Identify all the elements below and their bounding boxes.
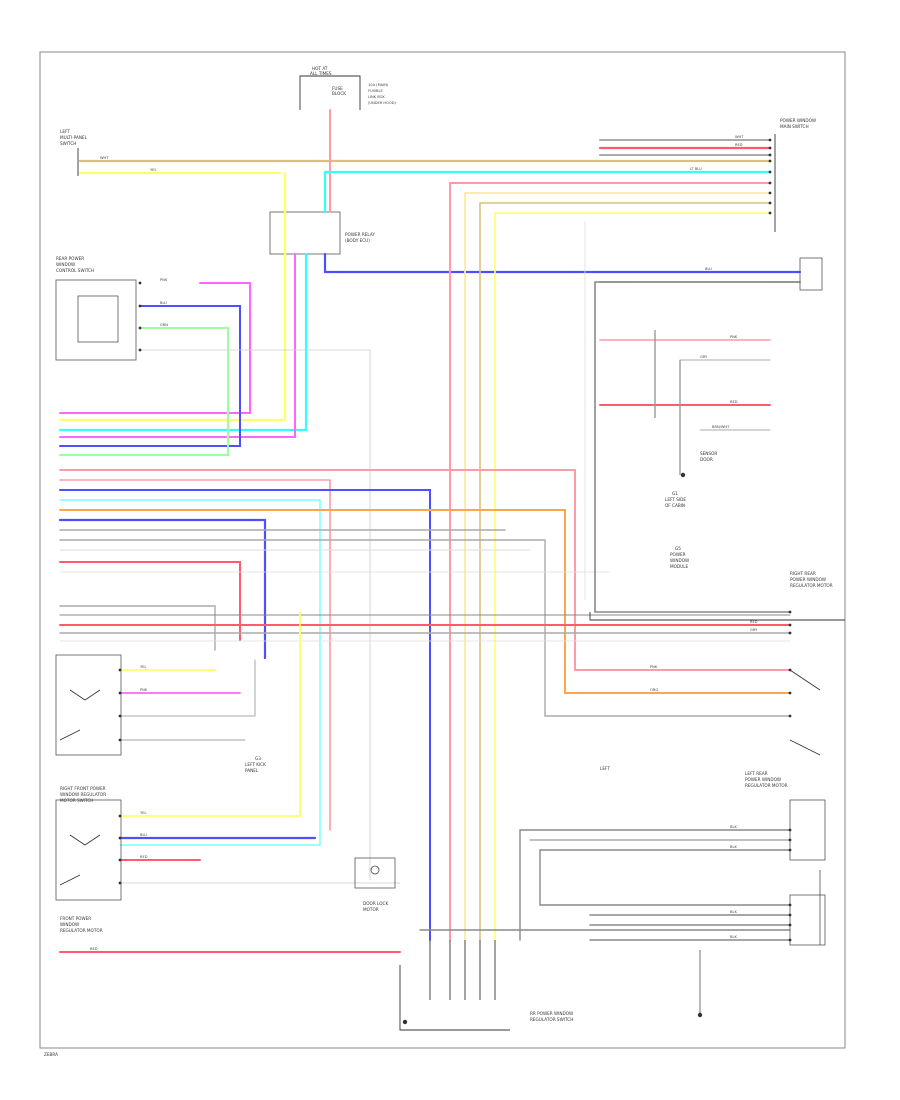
tag-pnk-3: PNK	[650, 665, 658, 669]
tag-blu-1: BLU	[705, 267, 712, 271]
g-mid-label-1: G5	[675, 546, 681, 551]
left-multi-panel: LEFT MULTI-PANEL SWITCH	[60, 129, 88, 176]
front-master-1: FRONT POWER	[60, 916, 91, 921]
tag-blk-4: BLK	[730, 935, 737, 939]
tag-blk-2: BLK	[730, 845, 737, 849]
top-fuse-note-4: (UNDER HOOD)	[368, 101, 397, 105]
top-fuse-block: HOT AT ALL TIMES FUSE BLOCK 10A (MAIN) F…	[299, 66, 397, 110]
power-relay-label-1: POWER RELAY	[345, 232, 375, 237]
door-lock-junction	[354, 857, 396, 889]
right-master-switch: POWER WINDOW MAIN SWITCH	[774, 118, 816, 232]
rear-power-label-2: WINDOW	[56, 262, 75, 267]
tag-gry-2: GRY	[750, 628, 758, 632]
door-lock-2: MOTOR	[363, 907, 379, 912]
top-fuse-label-1: HOT AT	[312, 66, 328, 71]
rear-cntrl-2: REGULATOR SWITCH	[530, 1017, 573, 1022]
g-mid-label-4: MODULE	[670, 564, 689, 569]
g-bottom-2: LEFT KICK	[245, 762, 266, 767]
right-front-switch-3: MOTOR SWITCH	[60, 798, 93, 803]
component-labels: SENSOR DOOR G1 LEFT SIDE OF CABIN G5 POW…	[44, 451, 833, 1057]
left-rear-switch: REAR POWER WINDOW CONTROL SWITCH	[55, 256, 137, 361]
right-front-switch-box	[789, 799, 826, 861]
tag-red-3: RED	[140, 855, 148, 859]
tag-wht-2: WHT	[735, 135, 744, 139]
right-motor-box	[799, 257, 823, 291]
tag-pnk-1: PNK	[160, 278, 168, 282]
left-control-label-2: MULTI-PANEL	[60, 135, 88, 140]
top-fuse-label-4: BLOCK	[332, 91, 346, 96]
tag-lblu-1: LT BLU	[690, 167, 702, 171]
g-left-label-2: LEFT SIDE	[665, 497, 686, 502]
sensor-label-2: DOOR	[700, 457, 713, 462]
tag-org-1: ORG	[650, 688, 658, 692]
g-left-label-3: OF CABIN	[665, 503, 685, 508]
rr-motor-left-1: LEFT REAR	[745, 771, 768, 776]
tag-blu-2: BLU	[160, 301, 167, 305]
door-lock-1: DOOR LOCK	[363, 901, 388, 906]
left-control-label-1: LEFT	[60, 129, 70, 134]
g-bottom-3: PANEL	[245, 768, 259, 773]
right-front-switch-1: RIGHT FRONT POWER	[60, 786, 106, 791]
right-components	[589, 257, 845, 946]
tag-blk-1: BLK	[730, 825, 737, 829]
tag-blk-3: BLK	[730, 910, 737, 914]
left-control-label-3: SWITCH	[60, 141, 76, 146]
top-fuse-label-3: FUSE	[332, 86, 343, 91]
tag-red-1: RED	[735, 143, 743, 147]
tag-wht-1: WHT	[100, 156, 109, 160]
top-fuse-note-3: LINK BOX	[368, 95, 385, 99]
tag-pnk-2: PNK	[730, 335, 738, 339]
tag-yel-3: YEL	[140, 811, 146, 815]
front-master-3: REGULATOR MOTOR	[60, 928, 103, 933]
footer-mark: ZEBRA	[44, 1052, 58, 1057]
tag-pnk-4: PNK	[140, 688, 148, 692]
g-mid-label-3: WINDOW	[670, 558, 689, 563]
g-left-label-1: G1	[672, 491, 678, 496]
rear-cntrl-1: RR POWER WINDOW	[530, 1011, 573, 1016]
wires	[58, 109, 802, 953]
top-fuse-note-2: FUSIBLE	[368, 89, 384, 93]
tag-brn-1: BRN/WHT	[712, 425, 730, 429]
front-master-2: WINDOW	[60, 922, 79, 927]
rr-motor-left-3: REGULATOR MOTOR	[745, 783, 788, 788]
top-fuse-note-1: 10A (MAIN)	[368, 83, 389, 87]
tag-red-4: RED	[90, 947, 98, 951]
top-fuse-label-2: ALL TIMES	[310, 71, 332, 76]
g-mid-label-2: POWER	[670, 552, 686, 557]
tag-red-2: RED	[730, 400, 738, 404]
right-master-label-2: MAIN SWITCH	[780, 124, 809, 129]
right-front-switch-2: WINDOW REGULATOR	[60, 792, 106, 797]
bottom-connectors	[399, 330, 821, 1031]
tag-gry-1: GRY	[700, 355, 708, 359]
tag-yel-1: YEL	[150, 168, 156, 172]
front-switch-box	[55, 654, 122, 756]
g-bottom-1: G3	[255, 756, 261, 761]
rear-power-label-3: CONTROL SWITCH	[56, 268, 94, 273]
master-switch-box	[55, 799, 122, 901]
tag-red-5: RED	[750, 620, 758, 624]
right-master-label-1: POWER WINDOW	[780, 118, 816, 123]
connector-nodes	[118, 138, 792, 1025]
wire-tags: WHT YEL WHT RED LT BLU BLU PNK BLU GRN P…	[90, 135, 758, 951]
rr-motor-right-1: RIGHT REAR	[790, 571, 816, 576]
rear-power-label-1: REAR POWER	[56, 256, 84, 261]
tag-blu-3: BLU	[140, 833, 147, 837]
power-relay-label-2: (BODY ECU)	[345, 238, 370, 243]
diagram-frame	[39, 51, 846, 1049]
left-sec-mark: LEFT	[600, 766, 610, 771]
tag-yel-2: YEL	[140, 665, 146, 669]
rr-motor-right-2: POWER WINDOW	[790, 577, 826, 582]
tag-grn-1: GRN	[160, 323, 168, 327]
rr-motor-left-2: POWER WINDOW	[745, 777, 781, 782]
left-lower-switch-boxes	[55, 654, 122, 901]
rr-motor-right-3: REGULATOR MOTOR	[790, 583, 833, 588]
rear-switch-box	[789, 894, 826, 946]
sensor-label-1: SENSOR	[700, 451, 717, 456]
